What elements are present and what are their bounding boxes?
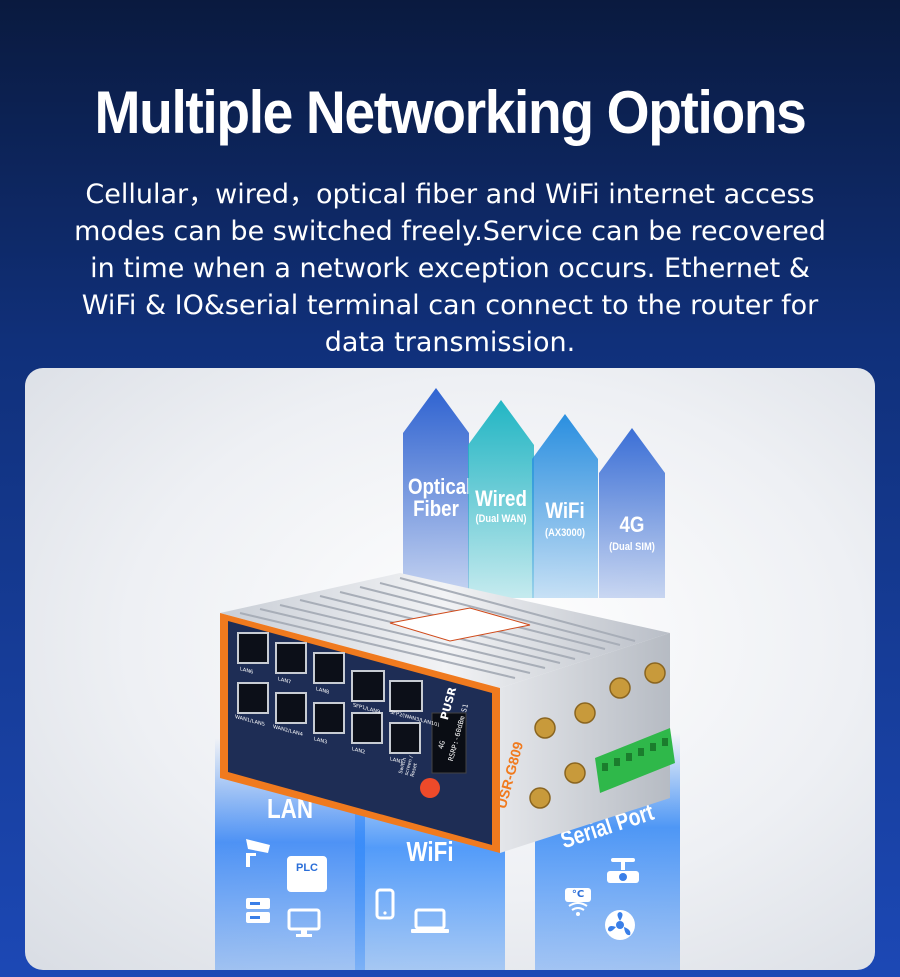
arrow-optical-main: Optical — [407, 474, 472, 499]
desc-line-5: data transmission. — [324, 327, 576, 358]
monitor-icon — [287, 908, 321, 937]
arrow-optical-main2: Fiber — [413, 496, 459, 521]
router-device — [220, 573, 675, 853]
arrow-wifi-sub: (AX3000) — [544, 527, 586, 539]
plc-label: PLC — [296, 862, 318, 874]
arrow-4g: 4G (Dual SIM) — [599, 428, 665, 598]
product-card: LAN WiFi Serial Port PLC — [25, 368, 875, 970]
arrow-wired: Wired (Dual WAN) — [468, 400, 534, 598]
valve-icon — [607, 858, 639, 883]
wifi-title: WiFi — [406, 836, 454, 867]
page-title: Multiple Networking Options — [94, 79, 807, 146]
server-icon — [246, 898, 270, 923]
temperature-sensor-icon: °C — [563, 888, 593, 918]
desc-line-1: Cellular，wired，optical fiber and WiFi in… — [85, 179, 815, 210]
arrow-4g-main: 4G — [619, 512, 645, 537]
camera-icon — [246, 839, 270, 867]
desc-line-2: modes can be switched freely.Service can… — [74, 216, 826, 247]
fan-icon — [605, 910, 635, 940]
arrow-optical-fiber: Optical Fiber — [403, 388, 472, 598]
page-description: Cellular，wired，optical fiber and WiFi in… — [40, 176, 860, 361]
plc-icon: PLC — [287, 856, 327, 892]
desc-line-4: WiFi & IO&serial terminal can connect to… — [81, 290, 819, 321]
temp-label: °C — [565, 888, 591, 902]
arrow-wired-main: Wired — [475, 486, 527, 511]
arrow-wired-sub: (Dual WAN) — [475, 513, 527, 525]
arrow-wifi-main: WiFi — [545, 498, 585, 523]
arrow-wifi: WiFi (AX3000) — [532, 414, 598, 598]
phone-icon — [375, 888, 395, 920]
desc-line-3: in time when a network exception occurs.… — [90, 253, 810, 284]
arrow-4g-sub: (Dual SIM) — [609, 541, 655, 553]
laptop-icon — [411, 908, 449, 933]
